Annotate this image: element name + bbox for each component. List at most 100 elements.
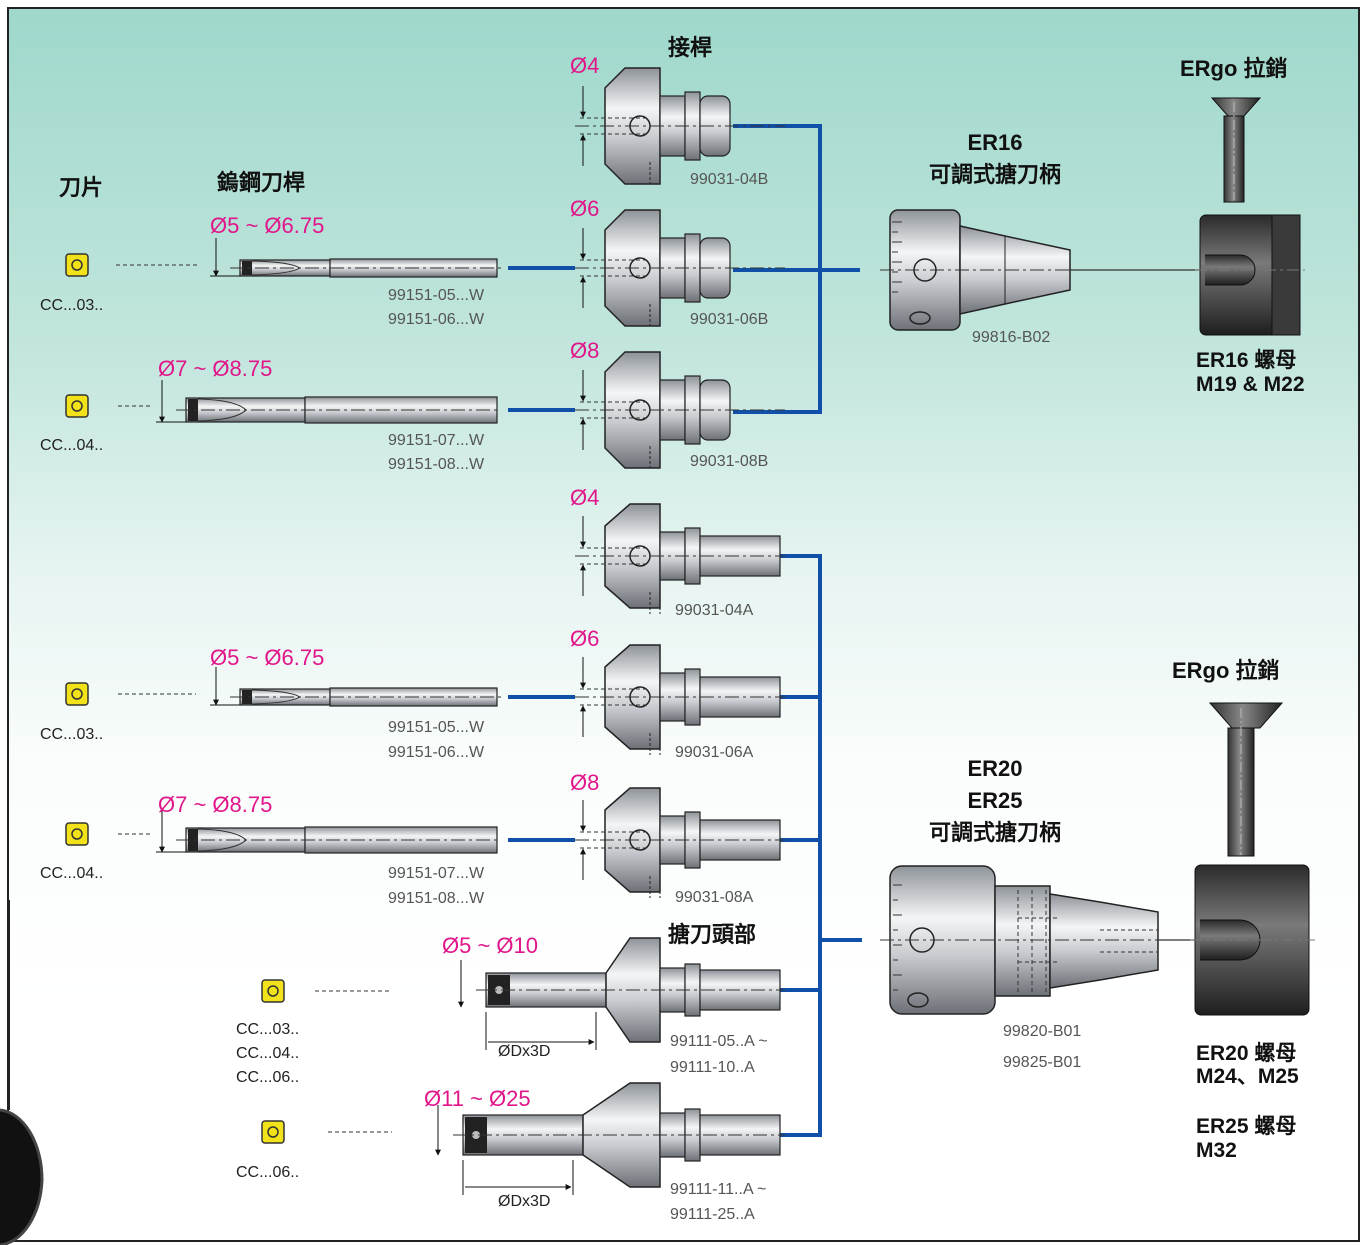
carbide-bar-heading: 鎢鋼刀桿 xyxy=(217,170,306,195)
length-label-2: ØDx3D xyxy=(498,1193,551,1210)
code-er20: 99820-B01 xyxy=(1003,1023,1082,1040)
insert-hole xyxy=(267,985,279,997)
boring-head-heading: 搪刀頭部 xyxy=(668,922,757,947)
extension-6 xyxy=(575,787,785,898)
code-bar-1a: 99151-05...W xyxy=(388,287,485,304)
insert-label-6: CC...06.. xyxy=(236,1164,300,1181)
insert-label-5c: CC...06.. xyxy=(236,1069,300,1086)
head-insert-screw xyxy=(495,986,503,994)
insert-5 xyxy=(261,979,392,1003)
er16-nut xyxy=(1195,214,1305,336)
insert-hole xyxy=(71,688,83,700)
carbide-bar-1 xyxy=(210,238,501,278)
corner-mark-outline xyxy=(0,1108,44,1245)
dim-ext-1: Ø4 xyxy=(570,53,600,78)
dim-ext-3: Ø8 xyxy=(570,338,600,363)
code-ext-3: 99031-08B xyxy=(690,453,769,470)
code-ext-2: 99031-06B xyxy=(690,311,769,328)
dim-ext-2: Ø6 xyxy=(570,196,600,221)
bar-tip-insert xyxy=(242,690,252,704)
code-er25: 99825-B01 xyxy=(1003,1054,1082,1071)
head-insert-screw xyxy=(472,1131,480,1139)
code-er16: 99816-B02 xyxy=(972,329,1051,346)
ergo-pin-bottom xyxy=(1208,702,1284,857)
extension-4 xyxy=(575,503,785,614)
insert-label-5b: CC...04.. xyxy=(236,1045,300,1062)
carbide-bars-group xyxy=(156,238,501,854)
length-label-1: ØDx3D xyxy=(498,1043,551,1060)
insert-body xyxy=(65,394,89,418)
insert-hole xyxy=(71,259,83,271)
boring-head-2 xyxy=(435,1082,785,1195)
dim-bar-2: Ø7 ~ Ø8.75 xyxy=(158,356,273,381)
code-bar-3a: 99151-05...W xyxy=(388,719,485,736)
code-bar-2b: 99151-08...W xyxy=(388,456,485,473)
insert-body xyxy=(65,682,89,706)
insert-6 xyxy=(261,1120,392,1144)
er2025-nut xyxy=(1190,864,1315,1016)
er16-subtitle: 可調式搪刀柄 xyxy=(928,162,1061,187)
insert-1 xyxy=(65,253,198,277)
code-ext-4: 99031-04A xyxy=(675,602,754,619)
ergo-pin-bottom-label: ERgo 拉銷 xyxy=(1172,658,1280,683)
er16-nut-label-1: ER16 螺母 xyxy=(1196,349,1297,372)
er2025-holder xyxy=(880,865,1165,1015)
thin-connectors xyxy=(1060,269,1200,941)
boring-heads-group xyxy=(435,937,785,1195)
insert-label-5a: CC...03.. xyxy=(236,1021,300,1038)
insert-hole xyxy=(71,400,83,412)
er25-title: ER25 xyxy=(967,788,1023,813)
insert-hole xyxy=(267,1126,279,1138)
insert-heading: 刀片 xyxy=(59,175,104,200)
dim-bar-4: Ø7 ~ Ø8.75 xyxy=(158,792,273,817)
extensions-group xyxy=(575,67,785,898)
carbide-bar-2 xyxy=(156,380,501,424)
code-head-2b: 99111-25..A xyxy=(670,1206,755,1223)
er16-holder xyxy=(880,209,1075,331)
er20-nut-label-1: ER20 螺母 xyxy=(1196,1042,1297,1065)
code-head-2a: 99111-11..A ~ xyxy=(670,1181,767,1198)
er25-nut-label-2: M32 xyxy=(1196,1139,1237,1162)
ergo-pin-top xyxy=(1210,97,1262,203)
insert-label-2: CC...04.. xyxy=(40,437,104,454)
dim-head-2: Ø11 ~ Ø25 xyxy=(424,1086,531,1111)
carbide-bar-3 xyxy=(210,667,501,707)
er20-title: ER20 xyxy=(967,756,1023,781)
dim-bar-3: Ø5 ~ Ø6.75 xyxy=(210,645,325,670)
code-bar-2a: 99151-07...W xyxy=(388,432,485,449)
bar-tip-insert xyxy=(242,261,252,275)
code-ext-1: 99031-04B xyxy=(690,171,769,188)
extension-5 xyxy=(575,644,785,755)
code-ext-6: 99031-08A xyxy=(675,889,754,906)
bar-tip-insert xyxy=(188,829,198,851)
insert-3 xyxy=(65,682,196,706)
dim-ext-5: Ø6 xyxy=(570,626,600,651)
extension-1 xyxy=(575,67,785,185)
carbide-bar-4 xyxy=(156,810,501,854)
ergo-pin-top-label: ERgo 拉銷 xyxy=(1180,56,1288,81)
code-bar-4b: 99151-08...W xyxy=(388,890,485,907)
insert-body xyxy=(65,822,89,846)
insert-2 xyxy=(65,394,150,418)
extension-3 xyxy=(575,351,785,469)
er25-nut-label-1: ER25 螺母 xyxy=(1196,1115,1297,1138)
dim-bar-1: Ø5 ~ Ø6.75 xyxy=(210,213,325,238)
extension-heading: 接桿 xyxy=(668,35,713,60)
dim-ext-6: Ø8 xyxy=(570,770,600,795)
dim-ext-4: Ø4 xyxy=(570,485,600,510)
code-ext-5: 99031-06A xyxy=(675,744,754,761)
inserts-group xyxy=(65,253,392,1144)
insert-body xyxy=(65,253,89,277)
insert-label-4: CC...04.. xyxy=(40,865,104,882)
er20-nut-label-2: M24、M25 xyxy=(1196,1065,1299,1088)
er16-title: ER16 xyxy=(967,130,1023,155)
insert-hole xyxy=(71,828,83,840)
er2025-subtitle: 可調式搪刀柄 xyxy=(928,820,1061,845)
dim-head-1: Ø5 ~ Ø10 xyxy=(442,933,539,958)
code-head-1b: 99111-10..A xyxy=(670,1059,755,1076)
boring-head-1 xyxy=(458,937,785,1050)
code-head-1a: 99111-05..A ~ xyxy=(670,1033,768,1050)
code-bar-3b: 99151-06...W xyxy=(388,744,485,761)
